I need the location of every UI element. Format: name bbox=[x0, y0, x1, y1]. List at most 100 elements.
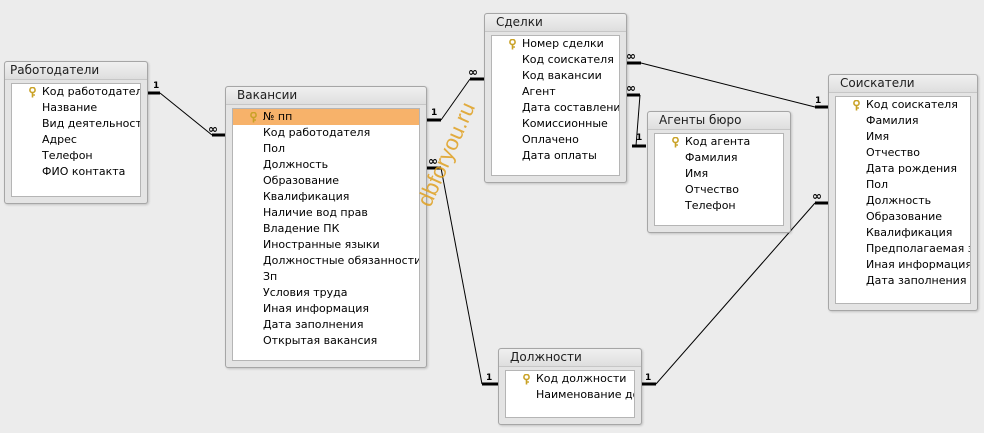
field-row[interactable]: Номер сделки bbox=[492, 36, 619, 52]
table-vacancies[interactable]: Вакансии № пп Код работодателя Пол Должн… bbox=[225, 86, 427, 368]
field-label: Образование bbox=[263, 174, 340, 187]
field-row[interactable]: Код вакансии bbox=[492, 68, 619, 84]
table-title[interactable]: Должности bbox=[499, 349, 641, 367]
card-many-label: ∞ bbox=[468, 65, 478, 79]
primary-key-icon bbox=[29, 87, 36, 98]
field-row[interactable]: Код работодателя bbox=[233, 125, 419, 141]
table-title[interactable]: Сделки bbox=[485, 14, 626, 32]
field-label: Код соискателя bbox=[866, 98, 958, 111]
field-row[interactable]: Квалификация bbox=[836, 225, 970, 241]
primary-key-icon bbox=[853, 100, 860, 111]
field-row[interactable]: Фамилия bbox=[836, 113, 970, 129]
field-row[interactable]: Код соискателя bbox=[492, 52, 619, 68]
field-row[interactable]: Зп bbox=[233, 269, 419, 285]
field-label: Дата рождения bbox=[866, 162, 957, 175]
field-label: Код работодателя bbox=[42, 85, 140, 98]
field-row[interactable]: Телефон bbox=[12, 148, 140, 164]
field-row[interactable]: Вид деятельности bbox=[12, 116, 140, 132]
table-title[interactable]: Соискатели bbox=[829, 75, 977, 93]
card-many-label: ∞ bbox=[208, 122, 218, 136]
field-row[interactable]: Код агента bbox=[655, 134, 783, 150]
field-row[interactable]: Имя bbox=[655, 166, 783, 182]
table-employers[interactable]: Работодатели Код работодателя Название В… bbox=[4, 61, 148, 204]
field-label: Адрес bbox=[42, 133, 77, 146]
field-row[interactable]: Фамилия bbox=[655, 150, 783, 166]
field-label: Имя bbox=[685, 167, 709, 180]
field-label: Дата заполнения bbox=[263, 318, 364, 331]
field-row[interactable]: Дата заполнения bbox=[836, 273, 970, 289]
field-label: Предполагаемая зп bbox=[866, 242, 970, 255]
field-row[interactable]: Образование bbox=[836, 209, 970, 225]
field-row[interactable]: Иная информация bbox=[836, 257, 970, 273]
table-positions[interactable]: Должности Код должности Наименование дол… bbox=[498, 348, 642, 425]
field-row[interactable]: Должность bbox=[233, 157, 419, 173]
field-label: Вид деятельности bbox=[42, 117, 140, 130]
field-label: Оплачено bbox=[522, 133, 579, 146]
field-row[interactable]: Квалификация bbox=[233, 189, 419, 205]
field-row[interactable]: Агент bbox=[492, 84, 619, 100]
field-row[interactable]: Код работодателя bbox=[12, 84, 140, 100]
table-agents[interactable]: Агенты бюро Код агента Фамилия Имя Отчес… bbox=[647, 111, 791, 233]
field-row[interactable]: Наличие вод прав bbox=[233, 205, 419, 221]
field-row[interactable]: Название bbox=[12, 100, 140, 116]
field-row[interactable]: Образование bbox=[233, 173, 419, 189]
field-label: Фамилия bbox=[866, 114, 919, 127]
card-many-label: ∞ bbox=[626, 81, 636, 95]
table-deals[interactable]: Сделки Номер сделки Код соискателя Код в… bbox=[484, 13, 627, 183]
field-row[interactable]: Условия труда bbox=[233, 285, 419, 301]
field-row[interactable]: Иная информация bbox=[233, 301, 419, 317]
field-label: Комиссионные bbox=[522, 117, 608, 130]
field-list: Номер сделки Код соискателя Код вакансии… bbox=[491, 35, 620, 176]
field-row[interactable]: Отчество bbox=[655, 182, 783, 198]
field-row[interactable]: Дата оплаты bbox=[492, 148, 619, 164]
field-label: Код должности bbox=[536, 372, 627, 385]
table-title[interactable]: Работодатели bbox=[5, 62, 147, 80]
field-label: Квалификация bbox=[866, 226, 953, 239]
field-label: Зп bbox=[263, 270, 278, 283]
field-row[interactable]: Открытая вакансия bbox=[233, 333, 419, 349]
field-label: Имя bbox=[866, 130, 890, 143]
card-one-label: 1 bbox=[815, 96, 822, 106]
field-row[interactable]: Должность bbox=[836, 193, 970, 209]
field-row[interactable]: Оплачено bbox=[492, 132, 619, 148]
field-row[interactable]: Имя bbox=[836, 129, 970, 145]
field-row[interactable]: Предполагаемая зп bbox=[836, 241, 970, 257]
field-label: Условия труда bbox=[263, 286, 348, 299]
field-row[interactable]: Отчество bbox=[836, 145, 970, 161]
field-row[interactable]: Дата рождения bbox=[836, 161, 970, 177]
primary-key-icon bbox=[523, 374, 530, 385]
field-row[interactable]: Дата составления bbox=[492, 100, 619, 116]
field-row[interactable]: Код соискателя bbox=[836, 97, 970, 113]
field-label: Образование bbox=[866, 210, 943, 223]
card-many-label: ∞ bbox=[428, 154, 438, 168]
field-row[interactable]: ФИО контакта bbox=[12, 164, 140, 180]
field-row[interactable]: Пол bbox=[233, 141, 419, 157]
field-row-selected[interactable]: № пп bbox=[233, 109, 419, 125]
field-row[interactable]: Код должности bbox=[506, 371, 634, 387]
field-row[interactable]: Владение ПК bbox=[233, 221, 419, 237]
field-row[interactable]: Иностранные языки bbox=[233, 237, 419, 253]
field-row[interactable]: Комиссионные bbox=[492, 116, 619, 132]
field-row[interactable]: Наименование должности bbox=[506, 387, 634, 403]
field-label: Иностранные языки bbox=[263, 238, 380, 251]
field-row[interactable]: Дата заполнения bbox=[233, 317, 419, 333]
field-row[interactable]: Адрес bbox=[12, 132, 140, 148]
field-list: № пп Код работодателя Пол Должность Обра… bbox=[232, 108, 420, 361]
table-applicants[interactable]: Соискатели Код соискателя Фамилия Имя От… bbox=[828, 74, 978, 311]
field-label: Иная информация bbox=[866, 258, 970, 271]
field-label: Иная информация bbox=[263, 302, 370, 315]
field-label: Телефон bbox=[42, 149, 93, 162]
card-one-label: 1 bbox=[486, 373, 493, 383]
field-label: Дата составления bbox=[522, 101, 619, 114]
table-title[interactable]: Вакансии bbox=[226, 87, 426, 105]
field-row[interactable]: Должностные обязанности bbox=[233, 253, 419, 269]
card-one-label: 1 bbox=[431, 108, 438, 118]
field-label: Отчество bbox=[866, 146, 921, 159]
field-row[interactable]: Телефон bbox=[655, 198, 783, 214]
primary-key-icon bbox=[509, 39, 516, 50]
field-label: Наличие вод прав bbox=[263, 206, 368, 219]
table-title[interactable]: Агенты бюро bbox=[648, 112, 790, 130]
field-row[interactable]: Пол bbox=[836, 177, 970, 193]
field-label: Дата заполнения bbox=[866, 274, 967, 287]
